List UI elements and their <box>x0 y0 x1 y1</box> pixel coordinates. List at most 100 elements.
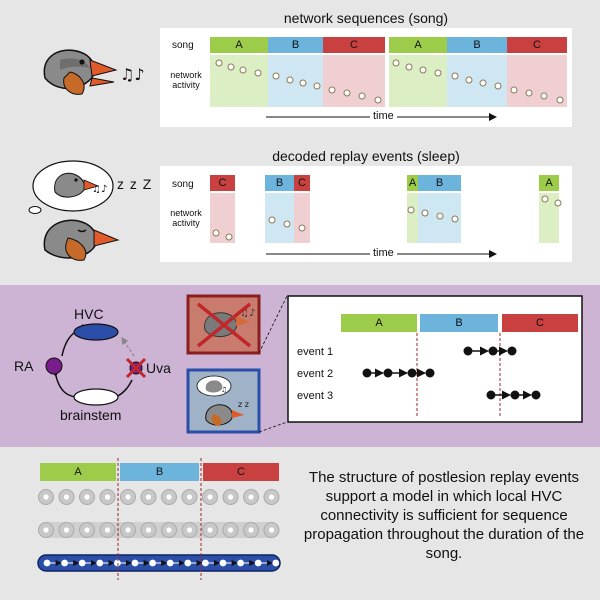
ra-node <box>45 357 63 375</box>
event-3-label: event 3 <box>297 390 334 402</box>
song-segment-b <box>447 37 507 53</box>
activity-dot <box>419 66 427 74</box>
model-chains <box>37 489 281 572</box>
lesioned-song-icon: ♫♪ <box>186 294 261 355</box>
model-active-node <box>166 559 174 567</box>
activity-dot <box>215 59 223 67</box>
song-segment-label-b: B <box>473 38 481 51</box>
neuron-node <box>510 390 520 400</box>
replay-dot <box>268 216 276 224</box>
activity-dot <box>374 96 382 104</box>
sleep-z-label: z z Z <box>117 176 153 192</box>
model-active-node <box>43 559 51 567</box>
activity-dot <box>286 76 294 84</box>
postlesion-sleep-icon: ♫ z z <box>186 368 261 434</box>
replay-time-label: time <box>370 247 397 259</box>
neuron-node <box>383 368 393 378</box>
replay-segment-a <box>407 175 418 191</box>
activity-dot <box>358 92 366 100</box>
model-active-node <box>219 559 227 567</box>
event-chains <box>362 346 541 400</box>
uva-label: Uva <box>146 360 171 376</box>
song-segment-b <box>268 37 323 53</box>
svg-text:♫♪: ♫♪ <box>240 308 255 319</box>
model-segment-label-a: A <box>74 465 82 478</box>
replay-segment-label-c: C <box>218 176 227 189</box>
song-activity-b <box>447 55 507 107</box>
neuron-node <box>507 346 517 356</box>
replay-activity-label: network activity <box>170 208 202 228</box>
event-segment-label-a: A <box>375 316 383 329</box>
activity-dot <box>434 69 442 77</box>
replay-segment-b <box>418 175 461 191</box>
neuron-node <box>463 346 473 356</box>
event-1-label: event 1 <box>297 346 334 358</box>
replay-panel-title: decoded replay events (sleep) <box>272 148 460 164</box>
activity-dot <box>227 63 235 71</box>
model-active-node <box>114 559 121 567</box>
neuron-node <box>488 346 498 356</box>
model-segments <box>40 463 279 481</box>
circuit-diagram <box>45 323 147 406</box>
replay-dot <box>212 229 220 237</box>
event-segment-b <box>420 314 498 332</box>
neuron-node <box>425 368 435 378</box>
replay-segment-a <box>539 175 559 191</box>
uva-lesion-icon <box>125 357 147 379</box>
activity-dot <box>299 79 307 87</box>
song-panel-title: network sequences (song) <box>283 10 449 26</box>
activity-dot <box>392 59 400 67</box>
activity-dot <box>479 79 487 87</box>
model-active-node <box>254 559 262 567</box>
replay-segment-b <box>265 175 294 191</box>
replay-segment-label-a: A <box>408 176 417 189</box>
song-segment-a <box>210 37 268 53</box>
song-activity-dots <box>215 59 564 104</box>
neuron-node <box>407 368 417 378</box>
activity-dot <box>494 82 502 90</box>
conclusion-caption: The structure of postlesion replay event… <box>303 469 585 562</box>
song-segments <box>210 37 567 107</box>
event-2-label: event 2 <box>297 368 334 380</box>
activity-dot <box>254 69 262 77</box>
zoom-line <box>258 295 288 354</box>
activity-dot <box>540 92 548 100</box>
model-segment-c <box>203 463 279 481</box>
activity-row-label: network activity <box>170 70 202 90</box>
song-segment-label-b: B <box>291 38 300 51</box>
event-segments <box>341 314 578 332</box>
model-segment-a <box>40 463 116 481</box>
model-active-node <box>272 559 280 567</box>
model-active-node <box>131 559 139 567</box>
event-segment-a <box>341 314 417 332</box>
activity-dot <box>510 86 518 94</box>
replay-activity-c <box>294 193 310 243</box>
svg-text:♫♪: ♫♪ <box>120 65 145 84</box>
model-active-node <box>78 559 86 567</box>
replay-dot <box>407 206 415 214</box>
song-segment-c <box>507 37 567 53</box>
replay-dot <box>225 233 233 241</box>
replay-dot <box>421 209 429 217</box>
lesion-cross-icon <box>196 302 252 348</box>
svg-text:z z: z z <box>238 400 249 409</box>
activity-dot <box>239 66 247 74</box>
hvc-label: HVC <box>74 306 104 322</box>
activity-dot <box>525 89 533 97</box>
model-segment-label-c: C <box>237 465 245 478</box>
ra-label: RA <box>14 358 34 374</box>
replay-dot <box>554 199 562 207</box>
replay-segment-c <box>210 175 235 191</box>
hvc-node <box>73 323 119 341</box>
replay-activity-a <box>539 193 559 243</box>
song-activity-b <box>268 55 323 107</box>
activity-dot <box>328 86 336 94</box>
replay-activity-dots <box>212 195 562 241</box>
replay-segment-label-b: B <box>435 176 444 189</box>
replay-dot <box>541 195 549 203</box>
replay-activity-a <box>407 193 418 243</box>
replay-dot <box>298 224 306 232</box>
model-active-node <box>237 559 245 567</box>
song-segment-label-a: A <box>414 38 422 51</box>
